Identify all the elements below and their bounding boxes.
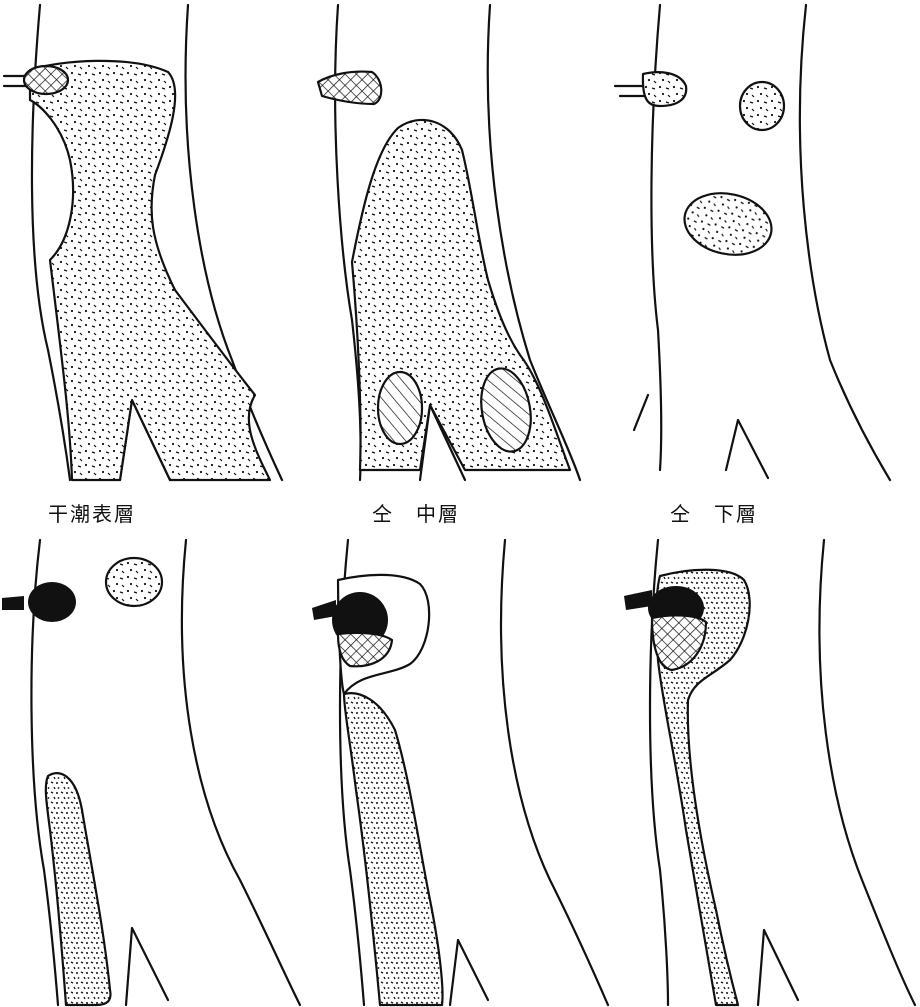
right-shore-line: [800, 5, 890, 480]
crosshatched-patch: [24, 66, 68, 94]
right-shore-line: [819, 540, 915, 1005]
outfall-pipe: [2, 596, 24, 610]
diagonal-hatched-patch-left: [378, 372, 422, 444]
panel-4: [2, 540, 300, 1005]
right-shore-line: [501, 540, 608, 1005]
channel-fork-line: [450, 940, 488, 1005]
panel-2-caption: 仝 中層: [372, 498, 460, 527]
channel-fork-line: [758, 930, 798, 1005]
stippled-patch-inlet: [643, 72, 686, 106]
stippled-patch-upper: [106, 558, 162, 606]
crosshatched-patch: [318, 72, 381, 104]
solid-black-patch: [28, 582, 76, 622]
panel-1-caption: 干潮表層: [48, 498, 136, 527]
stippled-band: [344, 693, 443, 1005]
channel-fork-line: [726, 420, 768, 478]
stray-stroke: [634, 395, 648, 430]
right-shore-line: [182, 540, 300, 1005]
stippled-region: [30, 61, 270, 480]
panel-2: [318, 5, 580, 480]
stippled-patch-lower: [679, 186, 778, 263]
stippled-patch-upper: [740, 82, 784, 130]
panel-6: [624, 540, 915, 1005]
outfall-pipe: [624, 590, 652, 610]
panel-5: [312, 540, 608, 1005]
panel-3-caption: 仝 下層: [670, 498, 758, 527]
channel-fork-line: [126, 928, 168, 1005]
panel-3: [615, 5, 890, 480]
panel-1: [4, 5, 282, 480]
